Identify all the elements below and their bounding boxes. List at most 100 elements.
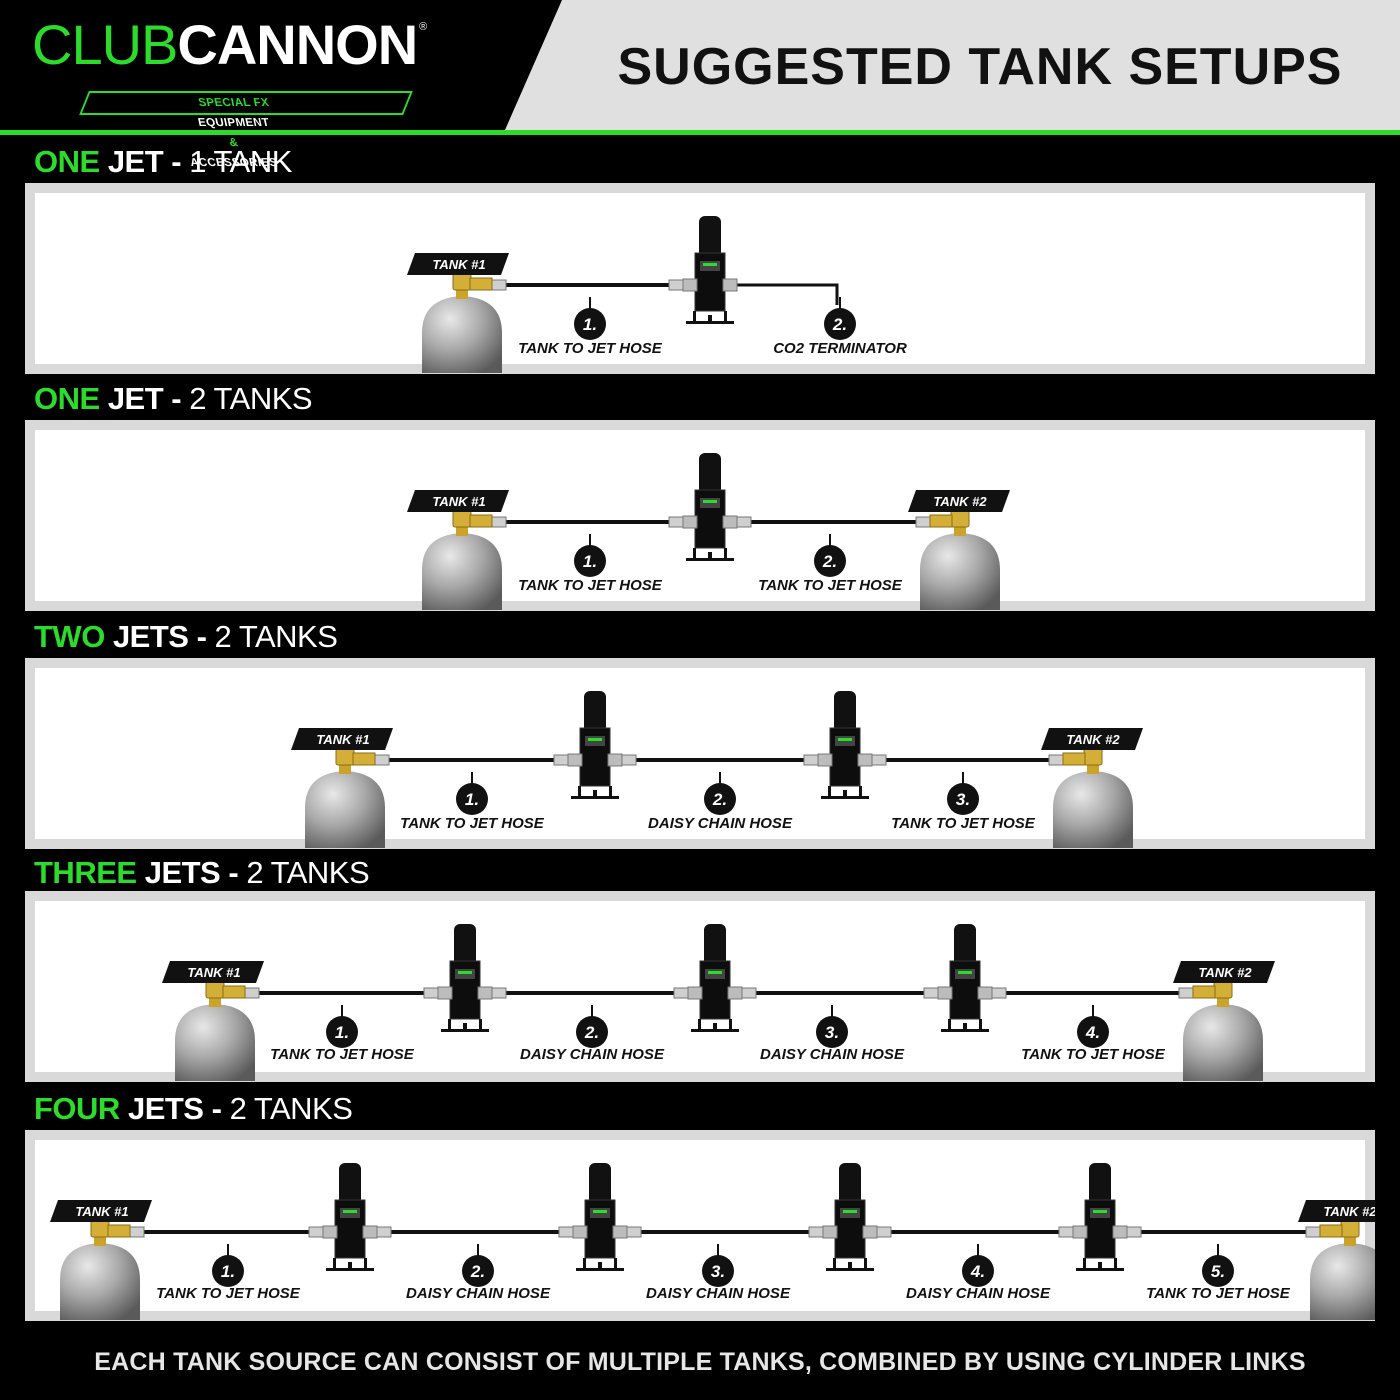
step-number: 4.	[970, 1262, 985, 1281]
hose-fitting	[376, 1226, 392, 1238]
tagline-equipment: EQUIPMENT	[195, 117, 272, 129]
co2-jet	[437, 924, 493, 1032]
hose-step: 3.TANK TO JET HOSE	[891, 772, 1036, 832]
step-label: DAISY CHAIN HOSE	[648, 815, 793, 832]
step-label: TANK TO JET HOSE	[270, 1046, 415, 1063]
section-title-4: THREE JETS - 2 TANKS	[34, 855, 370, 890]
step-number-badge	[704, 783, 736, 815]
co2-tank	[1053, 739, 1133, 848]
step-number: 1.	[465, 790, 479, 809]
tank-body	[60, 1243, 140, 1320]
hose-fitting	[244, 987, 260, 999]
tagline-special-fx: SPECIAL FX	[196, 97, 272, 109]
header-title-background	[505, 0, 1400, 130]
step-number-badge	[814, 545, 846, 577]
step-number: 1.	[221, 1262, 235, 1281]
step-label: DAISY CHAIN HOSE	[906, 1285, 1051, 1302]
registered-mark: ®	[419, 21, 427, 33]
step-number-badge	[576, 1016, 608, 1048]
co2-terminator-line	[737, 283, 839, 305]
tank-label: TANK #1	[187, 965, 240, 980]
co2-tank	[305, 739, 385, 848]
co2-tank	[1310, 1211, 1375, 1320]
hose-step: 5. TANK TO JET HOSE	[1146, 1244, 1291, 1302]
hose-step: 3.DAISY CHAIN HOSE	[760, 1005, 905, 1063]
hose-fitting	[1048, 754, 1064, 766]
hose-fitting	[308, 1226, 324, 1238]
hose-step: 1.TANK TO JET HOSE	[156, 1244, 301, 1302]
step-number-badge	[824, 308, 856, 340]
step-number-badge	[702, 1255, 734, 1287]
tank-label: TANK #1	[432, 494, 485, 509]
step-number-badge	[574, 545, 606, 577]
hose-fitting	[876, 1226, 892, 1238]
tank-body	[1053, 771, 1133, 848]
hose-fitting	[621, 754, 637, 766]
hose-fitting	[1178, 987, 1194, 999]
step-number-badge	[574, 308, 606, 340]
tank-body	[175, 1004, 255, 1081]
step-number: 2.	[822, 552, 837, 571]
tank-label-tag: TANK #2	[1298, 1200, 1375, 1222]
tank-label-tag: TANK #2	[1041, 728, 1143, 750]
page-title: SUGGESTED TANK SETUPS	[617, 38, 1343, 96]
step-number-badge	[212, 1255, 244, 1287]
step-label: TANK TO JET HOSE	[1021, 1046, 1166, 1063]
step-number: 1.	[583, 315, 597, 334]
step-label: DAISY CHAIN HOSE	[760, 1046, 905, 1063]
section-title-2: ONE JET - 2 TANKS	[34, 381, 313, 416]
tank-label-tag: TANK #1	[407, 490, 509, 512]
tank-body	[422, 533, 502, 610]
hose-step: 2.DAISY CHAIN HOSE	[648, 772, 793, 832]
tank-label-tag: TANK #2	[1173, 961, 1275, 983]
step-label: TANK TO JET HOSE	[518, 340, 663, 357]
section-title-5: FOUR JETS - 2 TANKS	[34, 1091, 353, 1126]
tank-label-tag: TANK #2	[908, 490, 1010, 512]
hose-fitting	[129, 1226, 145, 1238]
brand-tagline: SPECIAL FX EQUIPMENT & ACCESSORIES	[79, 91, 413, 169]
step-number-badge	[962, 1255, 994, 1287]
footer-note: EACH TANK SOURCE CAN CONSIST OF MULTIPLE…	[94, 1348, 1306, 1376]
step-number: 2.	[470, 1262, 485, 1281]
co2-tank	[422, 264, 502, 373]
brand-logo-cannon: CANNON	[177, 13, 418, 76]
step-label: TANK TO JET HOSE	[400, 815, 545, 832]
tank-body	[305, 771, 385, 848]
header-accent-line	[0, 130, 1400, 135]
hose-fitting	[871, 754, 887, 766]
hose-fitting	[803, 754, 819, 766]
hose-step: 1.TANK TO JET HOSE	[518, 534, 663, 594]
tank-label: TANK #2	[933, 494, 987, 509]
step-number: 5.	[1211, 1262, 1225, 1281]
co2-tank	[1183, 972, 1263, 1081]
section-title-3: TWO JETS - 2 TANKS	[34, 619, 338, 654]
hose-fitting	[491, 987, 507, 999]
hose-fitting	[991, 987, 1007, 999]
step-number: 3.	[711, 1262, 725, 1281]
tank-body	[1183, 1004, 1263, 1081]
step-number-badge	[326, 1016, 358, 1048]
hose-fitting	[374, 754, 390, 766]
hose-fitting	[491, 279, 507, 291]
hose-fitting	[626, 1226, 642, 1238]
step-label: TANK TO JET HOSE	[518, 577, 663, 594]
tank-label: TANK #2	[1066, 732, 1120, 747]
co2-tank	[175, 972, 255, 1081]
hose-fitting	[668, 279, 684, 291]
step-label: TANK TO JET HOSE	[1146, 1285, 1291, 1302]
hose-fitting	[491, 516, 507, 528]
co2-tank	[60, 1211, 140, 1320]
step-label: DAISY CHAIN HOSE	[406, 1285, 551, 1302]
step-number-badge	[456, 783, 488, 815]
tank-body	[920, 533, 1000, 610]
tank-label: TANK #1	[75, 1204, 128, 1219]
step-label: DAISY CHAIN HOSE	[646, 1285, 791, 1302]
tank-label-tag: TANK #1	[50, 1200, 152, 1222]
step-label: CO2 TERMINATOR	[773, 340, 907, 357]
step-number-badge	[1077, 1016, 1109, 1048]
hose-fitting	[673, 987, 689, 999]
hose-fitting	[1305, 1226, 1321, 1238]
